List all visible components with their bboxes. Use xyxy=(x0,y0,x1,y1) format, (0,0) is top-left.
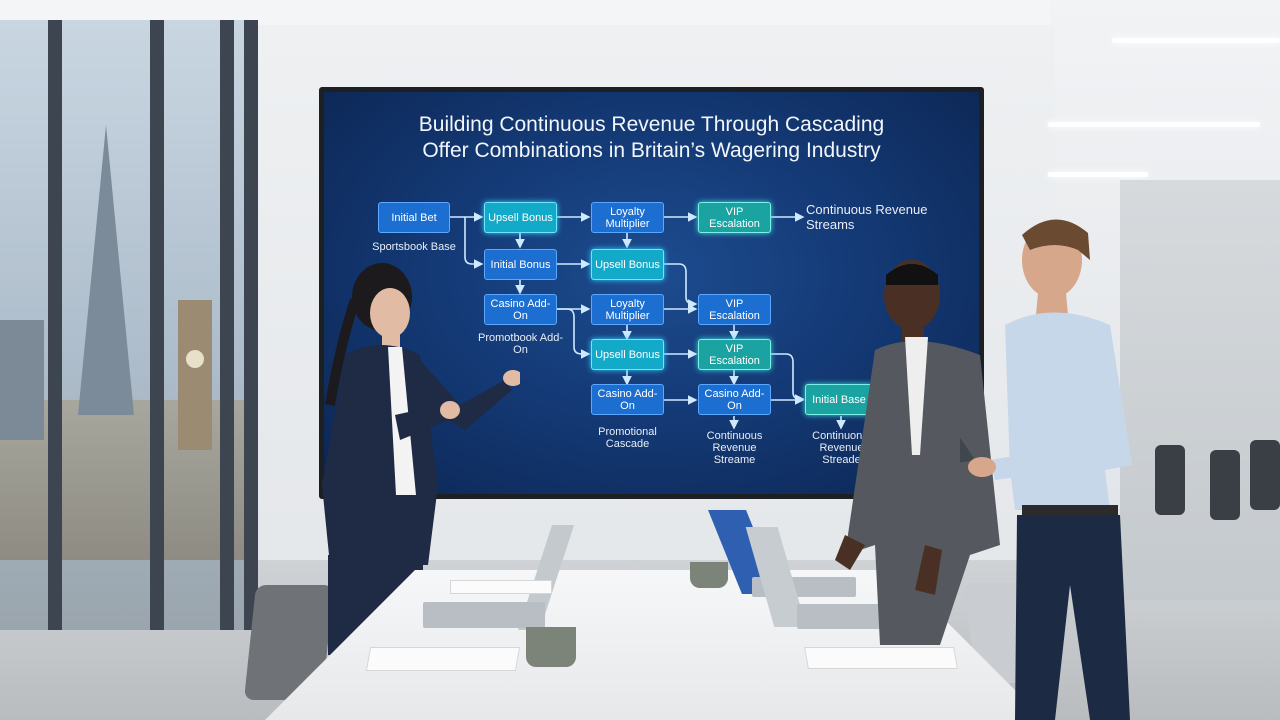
node-casino-addon: Casino Add-On xyxy=(591,384,664,415)
label-promotbook-addon: Promotbook Add-On xyxy=(478,332,563,356)
window-frame xyxy=(244,20,258,630)
laptop xyxy=(423,602,545,628)
coffee-mug xyxy=(526,627,576,667)
building xyxy=(0,320,44,440)
title-line-1: Building Continuous Revenue Through Casc… xyxy=(418,113,885,136)
clock-face xyxy=(186,350,204,368)
presentation-screen: Building Continuous Revenue Through Casc… xyxy=(324,92,979,494)
node-initial-bonus: Initial Bonus xyxy=(484,249,557,280)
window-frame xyxy=(48,20,62,630)
notepad xyxy=(450,580,552,594)
office-chair xyxy=(1250,440,1280,510)
flow-arrows xyxy=(450,212,846,430)
window-frame xyxy=(150,20,164,630)
label-sportsbook-base: Sportsbook Base xyxy=(372,241,456,253)
office-chair xyxy=(1210,450,1240,520)
node-casino-addon: Casino Add-On xyxy=(698,384,771,415)
notepad xyxy=(365,647,521,671)
window-frame xyxy=(220,20,234,630)
label-continuonal-revenue-streade: Continuonal Revenue Streade xyxy=(812,430,871,466)
node-casino-addon: Casino Add-On xyxy=(484,294,557,325)
arrow xyxy=(557,308,591,359)
label-continuous-revenue-streame: Continuous Revenue Streame xyxy=(706,430,763,466)
ceiling-light xyxy=(1112,38,1280,43)
clock-tower xyxy=(178,300,212,450)
glass-partition xyxy=(1120,180,1280,600)
man-grey-suit xyxy=(835,260,1000,645)
node-loyalty-multiplier: Loyalty Multiplier xyxy=(591,294,664,325)
node-initial-base: Initial Base xyxy=(805,384,873,415)
arrow xyxy=(771,353,805,404)
node-upsell-bonus: Upsell Bonus xyxy=(591,339,664,370)
ceiling-light xyxy=(1048,122,1260,127)
node-upsell-bonus: Upsell Bonus xyxy=(591,249,664,280)
screen-title: Building Continuous Revenue Through Casc… xyxy=(324,112,979,164)
man-blue-shirt xyxy=(960,219,1132,720)
node-vip-escalation: VIP Escalation xyxy=(698,202,771,233)
node-loyalty-multiplier: Loyalty Multiplier xyxy=(591,202,664,233)
coffee-mug xyxy=(690,562,728,588)
window xyxy=(0,20,258,630)
label-continuous-revenue-streams: Continuous Revenue Streams xyxy=(806,202,928,232)
arrow xyxy=(664,263,698,309)
node-vip-escalation: VIP Escalation xyxy=(698,294,771,325)
arrow xyxy=(464,217,484,269)
title-line-2: Offer Combinations in Britain’s Wagering… xyxy=(422,139,881,162)
label-promotional-cascade: Promotional Cascade xyxy=(598,426,657,450)
node-initial-bet: Initial Bet xyxy=(378,202,450,233)
node-upsell-bonus: Upsell Bonus xyxy=(484,202,557,233)
office-chair xyxy=(1155,445,1185,515)
ceiling-light xyxy=(1048,172,1148,177)
node-vip-escalation: VIP Escalation xyxy=(698,339,771,370)
shard-tower xyxy=(78,125,134,415)
